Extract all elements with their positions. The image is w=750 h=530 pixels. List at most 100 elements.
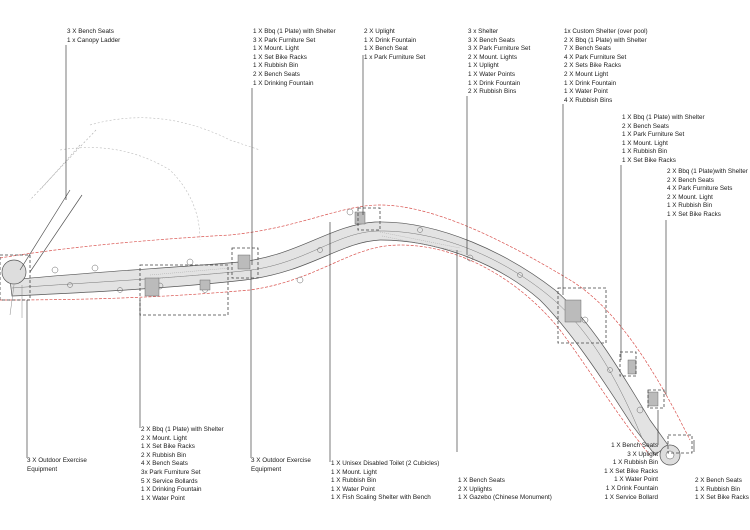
callout-line: 1 X Park Furniture Set: [622, 131, 685, 139]
site-boundary-red-lower: [0, 244, 651, 456]
callout-line: 3 X Uplight: [627, 450, 658, 458]
callout-line: 1 X Bench Seats: [611, 442, 658, 449]
callout-line: 2 X Bbq (1 Plate)with Shelter: [667, 168, 748, 175]
callout-line: 1 X Rubbish Bin: [622, 148, 668, 156]
callout-line: 1 X Water Points: [468, 70, 516, 78]
callout-line: 1 X Service Bollard: [604, 493, 658, 501]
callout-line: 2 X Bench Seats: [622, 122, 669, 130]
callout-line: 2 X Bbq (1 Plate) with Shelter: [141, 426, 224, 433]
site-boundary-red: [0, 204, 691, 441]
promenade-path: [9, 221, 669, 456]
callout-line: 1 X Rubbish Bin: [612, 459, 658, 467]
callout-line: 1 X Bench Seat: [364, 45, 408, 53]
callout-line: 1 X Rubbish Bin: [695, 485, 741, 493]
callout-line: 1 X Mount. Light: [253, 45, 299, 53]
callout-line: 4 X Park Furniture Set: [564, 53, 627, 61]
callout-line: 2 X Mount. Lights: [468, 53, 518, 61]
left-node-circle: [1, 259, 27, 285]
left-ramp: [19, 189, 83, 273]
callout-line: 1 X Unisex Disabled Toilet (2 Cubicles): [331, 460, 440, 467]
callout-line: 4 X Park Furniture Sets: [667, 185, 733, 193]
callout-line: 2 X Mount. Light: [667, 193, 713, 201]
callout-line: 2 X Bench Seats: [253, 70, 300, 78]
callout-bbq-bollard-zone: 2 X Bbq (1 Plate) with Shelter 2 X Mount…: [141, 426, 224, 503]
callout-uplight-zone: 2 X Uplight 1 X Drink Fountain 1 X Bench…: [364, 28, 425, 62]
callout-line: 1 X Set Bike Racks: [604, 467, 658, 475]
callout-line: 1 X Rubbish Bin: [253, 62, 299, 70]
callout-line: 1 X Set Bike Racks: [141, 443, 195, 451]
callout-line: 2 X Mount. Light: [141, 434, 187, 442]
callout-line: 2 X Bench Seats: [667, 176, 714, 184]
callout-line: Equipment: [251, 465, 282, 473]
callout-line: 3 x Shelter: [468, 28, 499, 35]
callout-line: 1 X Rubbish Bin: [331, 477, 377, 485]
callout-line: 2 X Bbq (1 Plate) with Shelter: [564, 36, 647, 44]
callout-line: 3 X Outdoor Exercise: [27, 457, 87, 464]
callout-line: 1 X Water Point: [564, 88, 608, 96]
callout-line: 1 x Park Furniture Set: [364, 53, 426, 61]
callout-line: 1 X Water Point: [331, 485, 375, 493]
promenade-centerline: [11, 230, 643, 439]
callout-line: 2 X Uplight: [364, 28, 395, 35]
callout-leaders: [26, 45, 695, 462]
callout-line: 2 X Sets Bike Racks: [564, 62, 622, 70]
callout-line: 1 X Mount. Light: [622, 139, 668, 147]
callout-line: 1 X Drinking Fountain: [253, 79, 314, 87]
callout-west-exercise: 3 X Outdoor Exercise Equipment: [27, 457, 87, 474]
callout-line: 1 X Set Bike Racks: [622, 156, 676, 164]
upper-curve-dashed: [29, 129, 97, 201]
callout-line: 2 X Rubbish Bin: [141, 451, 187, 459]
callout-line: 3 X Park Furniture Set: [253, 36, 316, 44]
callout-line: Equipment: [27, 465, 58, 473]
callout-line: 1 X Drink Fountain: [564, 79, 617, 87]
callout-line: 4 X Rubbish Bins: [564, 96, 613, 104]
callout-line: 1 X Fish Scaling Shelter with Bench: [331, 494, 431, 502]
furniture-hatch-blocks: [144, 211, 659, 407]
callout-line: 1 X Water Point: [141, 494, 185, 502]
callout-line: 1x Custom Shelter (over pool): [564, 28, 648, 35]
callout-line: 1 X Bbq (1 Plate) with Shelter: [622, 114, 705, 121]
lawn-boundary-dashed: [59, 117, 261, 241]
callout-west-ramp: 3 X Bench Seats 1 x Canopy Ladder: [67, 28, 120, 45]
callout-line: 1 X Drinking Fountain: [141, 486, 202, 494]
callout-line: 7 X Bench Seats: [564, 45, 611, 53]
callout-gazebo-zone: 1 X Bench Seats 2 X Uplights 1 X Gazebo …: [458, 477, 552, 503]
callout-line: 2 X Mount Light: [564, 70, 609, 78]
callout-line: 1 X Uplight: [468, 62, 499, 70]
callout-east-bbq-zone: 1 X Bbq (1 Plate) with Shelter 2 X Bench…: [622, 114, 705, 166]
callout-east-end: 2 X Bench Seats 1 X Rubbish Bin 1 X Set …: [695, 477, 749, 503]
callout-pool-shelter-zone: 1x Custom Shelter (over pool) 2 X Bbq (1…: [564, 28, 648, 105]
callout-line: 1 X Mount. Light: [331, 468, 377, 476]
callout-line: 5 X Service Bollards: [141, 477, 198, 485]
callout-line: 1 X Drink Fountain: [364, 36, 417, 44]
callout-line: 3 X Outdoor Exercise: [251, 457, 311, 464]
callout-line: 1 X Set Bike Racks: [667, 210, 721, 218]
callout-line: 1 x Canopy Ladder: [67, 36, 121, 44]
callout-central-exercise: 3 X Outdoor Exercise Equipment: [251, 457, 311, 474]
callout-shelter-zone: 3 x Shelter 3 X Bench Seats 3 X Park Fur…: [468, 28, 530, 97]
callout-line: 1 X Bench Seats: [458, 477, 505, 484]
callout-line: 2 X Bench Seats: [695, 477, 742, 484]
callout-roundabout-zone: 1 X Bench Seats 3 X Uplight 1 X Rubbish …: [604, 442, 658, 502]
callout-line: 1 X Rubbish Bin: [667, 202, 713, 210]
callout-line: 1 X Bbq (1 Plate) with Shelter: [253, 28, 336, 35]
callout-line: 3 X Bench Seats: [468, 36, 515, 44]
callout-line: 1 X Set Bike Racks: [695, 494, 749, 502]
callout-line: 3 X Bench Seats: [67, 28, 114, 35]
callout-line: 2 X Uplights: [458, 485, 492, 493]
promenade-hatching: [149, 231, 463, 280]
callout-line: 3 X Park Furniture Set: [468, 45, 531, 53]
callout-line: 1 X Drink Fountain: [605, 484, 658, 492]
callout-far-east-bbq-zone: 2 X Bbq (1 Plate)with Shelter 2 X Bench …: [667, 168, 748, 220]
callout-line: 2 X Rubbish Bins: [468, 88, 517, 96]
callout-line: 1 X Water Point: [614, 476, 658, 484]
zone-boxes-dashed: [0, 207, 693, 454]
callout-line: 4 X Bench Seats: [141, 460, 188, 468]
callout-line: 1 X Gazebo (Chinese Monument): [458, 494, 552, 502]
callout-bbq-shelter-zone: 1 X Bbq (1 Plate) with Shelter 3 X Park …: [253, 28, 336, 88]
right-node-inner: [665, 450, 675, 460]
callout-line: 3x Park Furniture Set: [141, 468, 201, 476]
callout-line: 1 X Set Bike Racks: [253, 53, 307, 61]
